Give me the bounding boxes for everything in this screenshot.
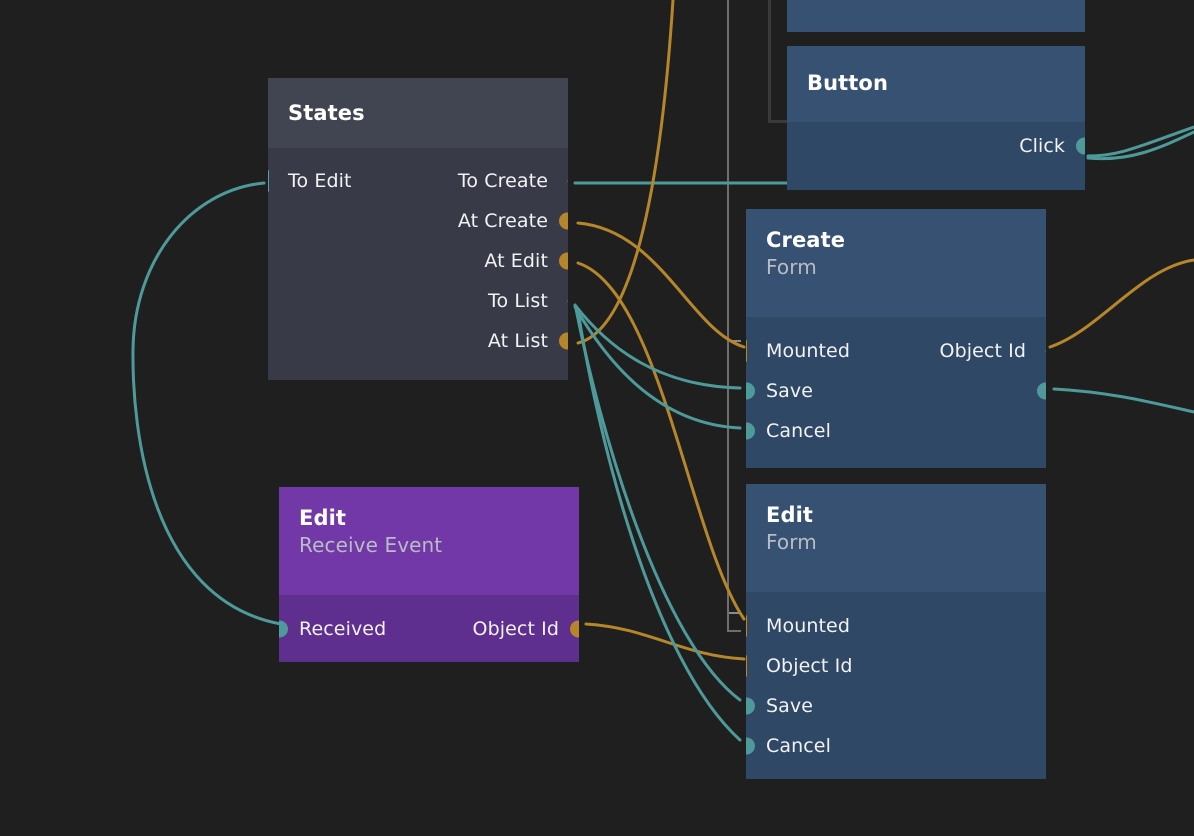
- port-label-create-mounted: Mounted: [766, 339, 851, 362]
- port-label-at-list: At List: [487, 329, 548, 352]
- node-states-title: States: [288, 101, 365, 125]
- input-port-create-object-id[interactable]: [1045, 340, 1046, 362]
- port-row-edit-cancel[interactable]: Cancel: [746, 726, 1046, 766]
- node-edit-form-subtitle: Form: [766, 530, 817, 555]
- node-button[interactable]: Button Click: [787, 46, 1085, 190]
- node-create-form-body: Mounted Object Id Save Cancel: [746, 317, 1046, 467]
- port-label-at-create: At Create: [457, 209, 548, 232]
- port-label-to-create: To Create: [457, 169, 548, 192]
- output-port-event-object-id[interactable]: [570, 620, 579, 638]
- port-row-create-save[interactable]: Save: [746, 371, 1046, 411]
- input-port-edit-object-id[interactable]: [746, 655, 747, 677]
- port-label-create-cancel: Cancel: [766, 419, 831, 442]
- port-row-edit-mounted[interactable]: Mounted: [746, 606, 1046, 646]
- node-edit-receive-event-title: Edit: [299, 506, 347, 530]
- node-edit-receive-event-subtitle: Receive Event: [299, 533, 443, 558]
- node-edit-form-body: Mounted Object Id Save Cancel: [746, 592, 1046, 779]
- group-bracket-upper: [768, 0, 795, 123]
- node-states-header: States: [268, 78, 568, 148]
- port-label-edit-cancel: Cancel: [766, 734, 831, 757]
- input-port-mounted[interactable]: [746, 340, 747, 362]
- node-edit-form-header: Edit Form: [746, 484, 1046, 592]
- port-label-edit-object-id: Object Id: [766, 654, 853, 677]
- output-port-create-cancel[interactable]: [746, 422, 755, 440]
- node-edit-receive-event-header: Edit Receive Event: [279, 487, 579, 595]
- edge-click-offscreen-a: [1086, 125, 1194, 158]
- node-edit-receive-event[interactable]: Edit Receive Event Received Object Id: [279, 487, 579, 662]
- output-port-create-save[interactable]: [746, 382, 755, 400]
- output-port-at-list[interactable]: [559, 332, 568, 350]
- output-port-create-right[interactable]: [1037, 382, 1046, 400]
- edge-create-cancel-to-list: [573, 305, 742, 430]
- node-partial-above-button[interactable]: [787, 0, 1085, 32]
- port-row-edit-save[interactable]: Save: [746, 686, 1046, 726]
- port-row-states-at-create[interactable]: At Create: [268, 201, 568, 241]
- input-port-edit-mounted[interactable]: [746, 615, 747, 637]
- node-create-form-subtitle: Form: [766, 255, 817, 280]
- port-row-create-cancel[interactable]: Cancel: [746, 411, 1046, 451]
- edge-at-create-to-create-mounted: [576, 221, 746, 349]
- edge-offscreen-to-create-objectid: [1048, 258, 1194, 349]
- node-edit-form-title: Edit: [766, 503, 814, 527]
- port-label-create-save: Save: [766, 379, 814, 402]
- node-edit-receive-event-body: Received Object Id: [279, 595, 579, 662]
- node-button-body: Click: [787, 122, 1085, 182]
- edge-at-list-offscreen-top: [576, 0, 675, 345]
- port-row-create-mounted-objectid[interactable]: Mounted Object Id: [746, 331, 1046, 371]
- port-label-edit-save: Save: [766, 694, 814, 717]
- group-frame-bottom-left: [727, 630, 741, 632]
- port-row-edit-object-id[interactable]: Object Id: [746, 646, 1046, 686]
- input-port-received[interactable]: [279, 620, 288, 638]
- edge-create-save-to-list: [573, 303, 742, 390]
- edge-click-offscreen-b: [1086, 130, 1194, 161]
- port-label-click: Click: [1019, 134, 1065, 157]
- group-frame-vertical-line: [727, 0, 729, 632]
- port-label-at-edit: At Edit: [484, 249, 548, 272]
- port-row-received-objectid[interactable]: Received Object Id: [279, 609, 579, 649]
- node-button-header: Button: [787, 46, 1085, 122]
- node-button-title: Button: [807, 71, 889, 95]
- port-label-edit-mounted: Mounted: [766, 614, 851, 637]
- group-frame-tick-edit: [729, 612, 741, 614]
- output-port-to-list[interactable]: [567, 290, 568, 312]
- node-edit-form[interactable]: Edit Form Mounted Object Id Save Cancel: [746, 484, 1046, 779]
- output-port-at-edit[interactable]: [559, 252, 568, 270]
- port-label-received: Received: [299, 617, 387, 640]
- port-row-button-click[interactable]: Click: [787, 126, 1085, 166]
- node-states[interactable]: States To Edit To Create At Create At Ed…: [268, 78, 568, 380]
- edge-at-edit-to-edit-mounted: [576, 261, 746, 621]
- port-label-to-edit: To Edit: [288, 169, 352, 192]
- port-row-states-to-list[interactable]: To List: [268, 281, 568, 321]
- node-create-form-header: Create Form: [746, 209, 1046, 317]
- port-row-states-at-edit[interactable]: At Edit: [268, 241, 568, 281]
- node-create-form[interactable]: Create Form Mounted Object Id Save Cance…: [746, 209, 1046, 468]
- input-port-to-edit[interactable]: [268, 170, 269, 192]
- output-port-click[interactable]: [1076, 137, 1085, 155]
- port-label-create-object-id: Object Id: [939, 339, 1026, 362]
- edge-edit-save-to-list: [574, 307, 742, 702]
- port-label-event-object-id: Object Id: [472, 617, 559, 640]
- output-port-at-create[interactable]: [559, 212, 568, 230]
- edge-objectid-to-edit-objectid: [584, 622, 746, 661]
- port-row-states-to-edit-to-create[interactable]: To Edit To Create: [268, 161, 568, 201]
- node-create-form-title: Create: [766, 228, 846, 252]
- port-label-to-list: To List: [488, 289, 548, 312]
- group-frame-tick-create: [729, 340, 741, 342]
- output-port-edit-save[interactable]: [746, 697, 755, 715]
- edge-create-out-offscreen: [1052, 387, 1194, 414]
- output-port-edit-cancel[interactable]: [746, 737, 755, 755]
- edge-edit-cancel-to-list: [576, 309, 742, 742]
- edge-received-to-edit: [131, 181, 283, 626]
- port-row-states-at-list[interactable]: At List: [268, 321, 568, 361]
- output-port-to-create[interactable]: [567, 170, 568, 192]
- node-states-body: To Edit To Create At Create At Edit To L…: [268, 148, 568, 377]
